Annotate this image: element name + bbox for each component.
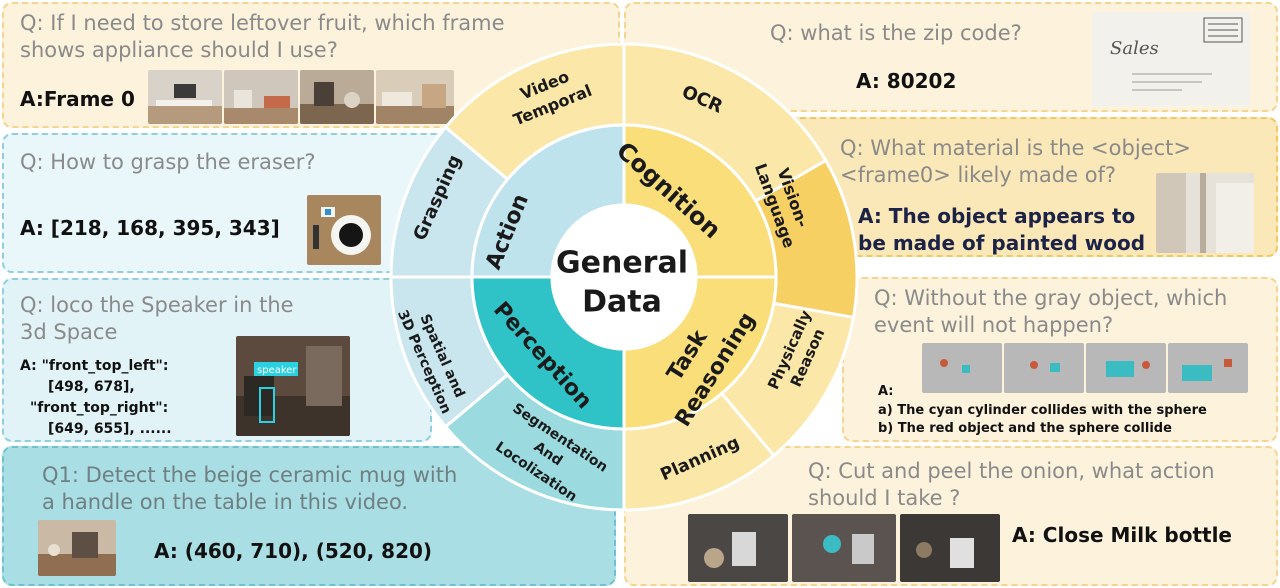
answer-text: A: Close Milk bottle: [1012, 523, 1232, 547]
frame-thumbnail-3: [376, 70, 454, 124]
envelope-signature: Sales: [1110, 38, 1159, 59]
frame-thumbnail-2: [300, 70, 374, 124]
answer-text: A: (460, 710), (520, 820): [154, 539, 433, 563]
event-frame-3: [1168, 343, 1248, 393]
answer-text: be made of painted wood: [858, 231, 1146, 255]
question-text: Q: Cut and peel the onion, what action: [808, 459, 1215, 483]
question-text: should I take ?: [808, 486, 961, 510]
question-text: event will not happen?: [874, 313, 1114, 337]
question-text: shows appliance should I use?: [20, 38, 338, 62]
answer-text: a) The cyan cylinder collides with the s…: [878, 403, 1207, 418]
card-fruit: Q: If I need to store leftover fruit, wh…: [2, 2, 620, 128]
envelope-photo: Sales: [1092, 12, 1250, 106]
question-text: Q: What material is the <object>: [840, 136, 1191, 160]
answer-text: A:Frame 0: [20, 87, 135, 111]
event-frame-0: [922, 343, 1002, 393]
object-photo: [1156, 173, 1254, 253]
onion-frame-2: [900, 514, 1000, 582]
center-label: General: [556, 246, 688, 281]
answer-text: b) The red object and the sphere collide: [878, 421, 1172, 436]
question-text: Q: Without the gray object, which: [874, 286, 1228, 310]
center-label: Data: [582, 285, 662, 320]
question-text: <frame0> likely made of?: [840, 163, 1117, 187]
answer-text: [498, 678],: [48, 379, 135, 395]
speaker-label: speaker: [257, 365, 297, 376]
eraser-photo: [307, 195, 381, 265]
answer-text: A: The object appears to: [858, 204, 1136, 228]
question-text: 3d Space: [20, 320, 118, 344]
answer-text: A:: [878, 384, 894, 399]
answer-text: "front_top_right":: [30, 400, 169, 416]
onion-frame-1: [792, 514, 896, 582]
card-onion: Q: Cut and peel the onion, what action s…: [624, 446, 1278, 586]
event-frame-1: [1004, 343, 1084, 393]
speaker-photo: speaker: [236, 336, 350, 436]
event-frame-2: [1086, 343, 1166, 393]
onion-frame-0: [688, 514, 788, 582]
frame-thumbnail-1: [224, 70, 298, 124]
card-speaker: Q: loco the Speaker in the 3d Space A: "…: [2, 278, 432, 442]
card-gray-object: Q: Without the gray object, which event …: [842, 277, 1278, 442]
answer-text: A: "front_top_left":: [20, 358, 169, 374]
question-text: Q: How to grasp the eraser?: [20, 150, 316, 174]
frame-thumbnail-0: [148, 70, 222, 124]
card-material: Q: What material is the <object> <frame0…: [780, 117, 1278, 257]
question-text: Q: loco the Speaker in the: [20, 293, 294, 317]
question-text: Q1: Detect the beige ceramic mug with: [42, 463, 458, 487]
answer-text: A: 80202: [856, 69, 957, 93]
question-text: Q: If I need to store leftover fruit, wh…: [20, 11, 505, 35]
question-text: a handle on the table in this video.: [42, 490, 409, 514]
answer-text: [649, 655], ......: [48, 421, 172, 437]
answer-text: A: [218, 168, 395, 343]: [20, 216, 280, 240]
mug-video-frame: [38, 520, 116, 576]
question-text: Q: what is the zip code?: [770, 21, 1022, 45]
center-circle: [550, 203, 698, 351]
